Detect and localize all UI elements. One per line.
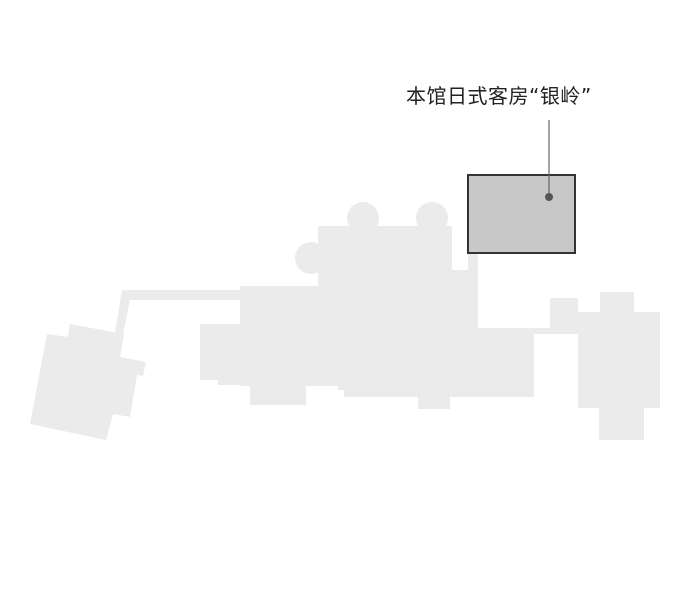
location-pin-icon bbox=[545, 193, 553, 201]
west-corridor bbox=[115, 290, 240, 334]
east-corridor bbox=[478, 298, 578, 334]
east-wing-building bbox=[578, 292, 660, 440]
highlighted-room-ginrei[interactable] bbox=[467, 174, 576, 254]
main-building bbox=[200, 202, 534, 409]
west-annex-building bbox=[30, 324, 146, 440]
room-callout-label: 本馆日式客房“银岭” bbox=[406, 84, 592, 108]
